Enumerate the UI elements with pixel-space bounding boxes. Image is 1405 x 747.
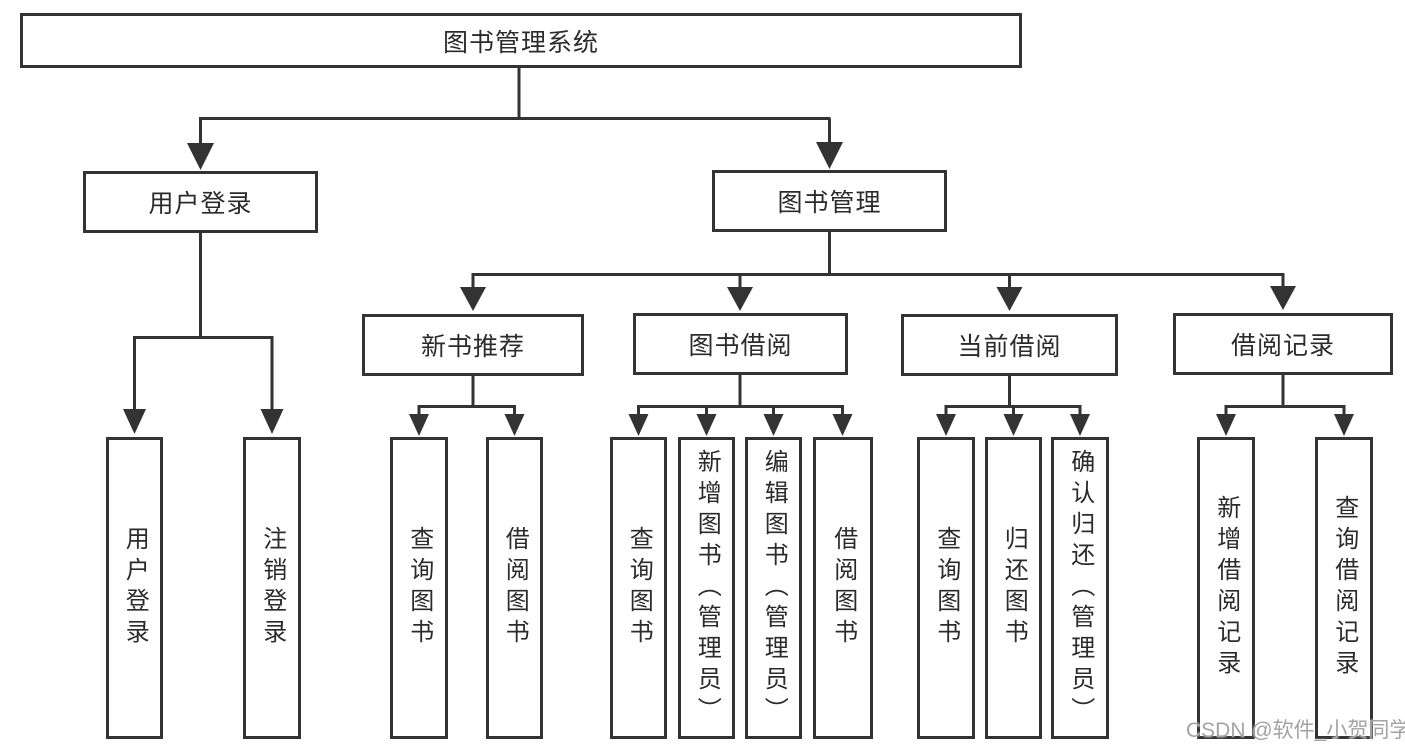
leaf-query-books-borrow-label: 查询图书: [625, 526, 653, 650]
leaf-edit-book-admin: 编辑图书（管理员）: [745, 437, 802, 739]
branch-borrow-records-connector: [1216, 375, 1354, 436]
node-new-book-recommend: 新书推荐: [362, 314, 584, 376]
leaf-add-borrow-record: 新增借阅记录: [1197, 437, 1255, 739]
leaf-add-book-admin: 新增图书（管理员）: [678, 437, 735, 739]
leaf-return-books: 归还图书: [985, 437, 1042, 739]
node-user-login: 用户登录: [83, 171, 318, 233]
branch-book-borrow-connector: [628, 375, 853, 436]
leaf-edit-book-admin-label: 编辑图书（管理员）: [760, 448, 788, 728]
leaf-query-books-current: 查询图书: [917, 437, 975, 739]
leaf-return-books-label: 归还图书: [1000, 526, 1028, 650]
leaf-query-books-recommend: 查询图书: [390, 437, 448, 739]
leaf-user-login-label: 用户登录: [121, 526, 149, 650]
watermark-csdn: CSDN @软件_小贺同学: [1186, 719, 1405, 742]
leaf-add-book-admin-label: 新增图书（管理员）: [693, 448, 721, 728]
branch-root-connector: [187, 67, 843, 170]
leaf-confirm-return-admin-label: 确认归还（管理员）: [1066, 448, 1094, 728]
leaf-query-borrow-record: 查询借阅记录: [1315, 437, 1373, 739]
node-book-borrow: 图书借阅: [633, 313, 848, 375]
leaf-borrow-books-label: 借阅图书: [829, 526, 857, 650]
leaf-query-books-recommend-label: 查询图书: [405, 526, 433, 650]
node-borrow-records: 借阅记录: [1173, 313, 1393, 375]
node-book-management: 图书管理: [712, 170, 947, 232]
branch-book-management-connector: [460, 232, 1296, 311]
leaf-borrow-books: 借阅图书: [813, 437, 873, 739]
branch-user-login-connector: [123, 233, 284, 434]
node-current-borrow: 当前借阅: [901, 314, 1118, 376]
branch-new-book-recommend-connector: [409, 376, 525, 436]
leaf-logout: 注销登录: [243, 437, 301, 739]
leaf-query-books-current-label: 查询图书: [932, 526, 960, 650]
leaf-borrow-books-recommend-label: 借阅图书: [501, 526, 529, 650]
leaf-confirm-return-admin: 确认归还（管理员）: [1051, 437, 1109, 739]
leaf-add-borrow-record-label: 新增借阅记录: [1212, 495, 1240, 681]
leaf-logout-label: 注销登录: [258, 526, 286, 650]
leaf-borrow-books-recommend: 借阅图书: [486, 437, 543, 739]
leaf-query-borrow-record-label: 查询借阅记录: [1330, 495, 1358, 681]
node-root-library-management-system: 图书管理系统: [20, 13, 1022, 68]
leaf-user-login: 用户登录: [106, 437, 163, 739]
branch-current-borrow-connector: [936, 376, 1090, 436]
leaf-query-books-borrow: 查询图书: [610, 437, 667, 739]
